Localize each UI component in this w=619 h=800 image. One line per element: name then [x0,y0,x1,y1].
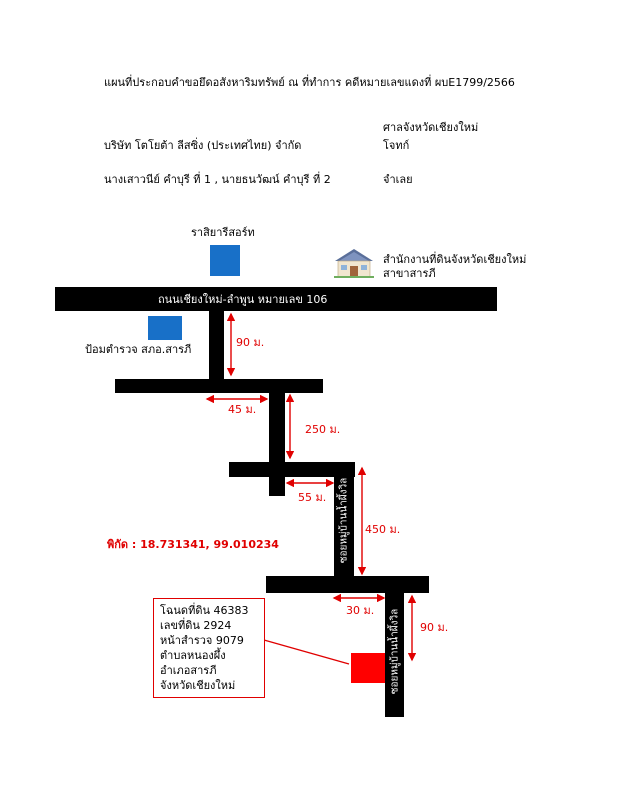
property-subdistrict: ตำบลหนองผึ้ง [160,649,226,662]
property-province: จังหวัดเชียงใหม่ [160,679,236,692]
court-name: ศาลจังหวัดเชียงใหม่ [383,121,479,134]
road-segment-2 [115,379,323,393]
property-info-box: โฉนดที่ดิน 46383 เลขที่ดิน 2924 หน้าสำรว… [153,598,265,698]
distance-label-2: 45 ม. [228,403,257,416]
defendant-name: นางเสาวนีย์ คำบุรี ที่ 1 , นายธนวัฒน์ คำ… [104,173,331,186]
road-soi-1 [334,477,354,577]
main-road-label: ถนนเชียงใหม่-ลำพูน หมายเลข 106 [158,293,328,306]
distance-label-4: 55 ม. [298,491,327,504]
land-office-label-1: สำนักงานที่ดินจังหวัดเชียงใหม่ [383,253,527,266]
document-title: แผนที่ประกอบคำขอยึดอสังหาริมทรัพย์ ณ ที่… [104,76,515,89]
distance-label-1: 90 ม. [236,336,265,349]
target-property-marker [351,653,385,683]
property-deed: โฉนดที่ดิน 46383 [160,604,249,617]
plaintiff-role: โจทก์ [383,139,410,152]
house-icon [333,247,375,279]
resort-marker [210,245,240,276]
defendant-role: จำเลย [383,173,413,186]
distance-label-7: 90 ม. [420,621,449,634]
police-label: ป้อมตำรวจ สภอ.สารภี [85,343,192,356]
road-segment-1 [209,311,224,381]
property-land-number: เลขที่ดิน 2924 [160,619,232,632]
coordinates-label: พิกัด : 18.731341, 99.010234 [107,538,279,551]
land-office-label-2: สาขาสารภี [383,267,436,280]
main-road [55,287,497,311]
plaintiff-name: บริษัท โตโยต้า ลีสซิ่ง (ประเทศไทย) จำกัด [104,139,302,152]
police-marker [148,316,182,340]
road-segment-4 [229,462,355,477]
distance-label-5: 450 ม. [365,523,401,536]
property-district: อำเภอสารภี [160,664,217,677]
road-segment-5 [266,576,429,593]
distance-label-3: 250 ม. [305,423,341,436]
road-soi-2 [385,593,404,717]
distance-label-6: 30 ม. [346,604,375,617]
resort-label: ราสิยารีสอร์ท [191,226,255,239]
property-survey-page: หน้าสำรวจ 9079 [160,634,244,647]
